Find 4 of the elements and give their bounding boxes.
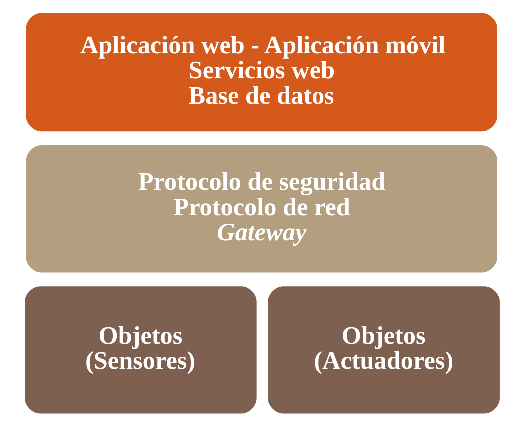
node-box: Objetos (Sensores) <box>24 286 256 414</box>
node-box: Aplicación web - Aplicación móvil Servicios web Base de datos <box>26 13 497 132</box>
node-box: Protocolo de seguridad Protocolo de red Gateway <box>26 145 497 273</box>
node-box: Objetos (Actuadores) <box>268 286 500 414</box>
